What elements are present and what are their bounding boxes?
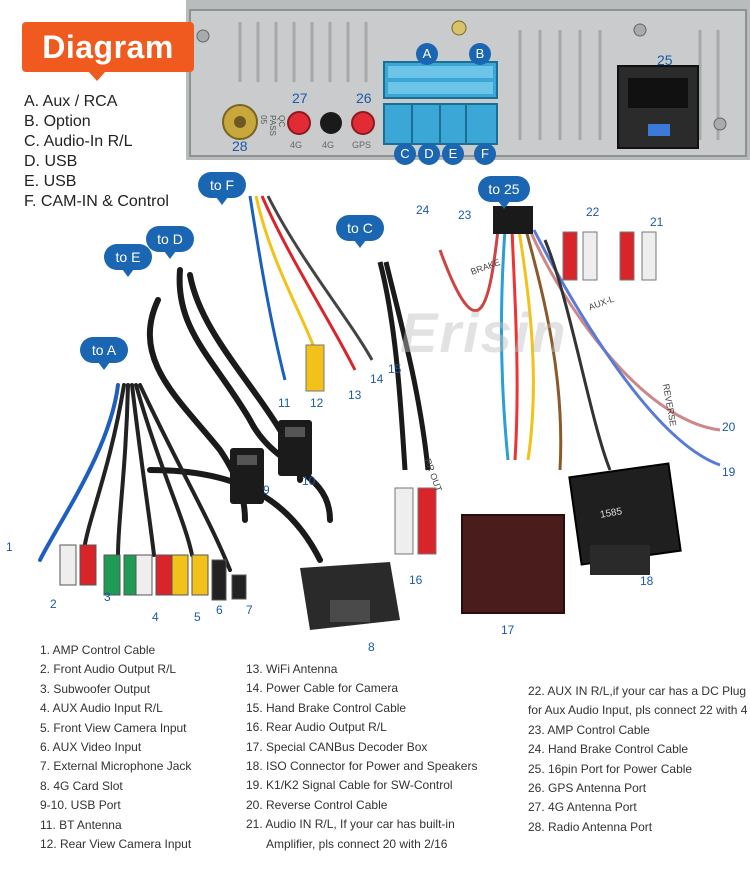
connector-label-e: E: [442, 143, 464, 165]
port-legend-item: A. Aux / RCA: [24, 93, 118, 110]
description-item: 19. K1/K2 Signal Cable for SW-Control: [246, 778, 453, 793]
qc-sticker: QC PASS 05: [258, 115, 286, 136]
description-item: 20. Reverse Control Cable: [246, 797, 388, 812]
description-item: 15. Hand Brake Control Cable: [246, 700, 407, 715]
description-item: 26. GPS Antenna Port: [528, 781, 647, 796]
callout-11: 11: [278, 396, 291, 410]
bubble-to-c: to C: [336, 215, 384, 248]
description-item: 9-10. USB Port: [40, 798, 121, 813]
port-number-25: 25: [657, 52, 673, 68]
connector-label-c: C: [394, 143, 416, 165]
callout-14: 14: [370, 372, 384, 386]
callout-19: 19: [722, 465, 736, 479]
connector-label-b: B: [469, 43, 491, 65]
callout-24: 24: [416, 203, 430, 217]
callout-1: 1: [6, 540, 13, 554]
description-item: 14. Power Cable for Camera: [246, 681, 399, 696]
description-item: 27. 4G Antenna Port: [528, 800, 637, 815]
callout-6: 6: [216, 603, 223, 617]
connector-label-f: F: [474, 143, 496, 165]
callout-4: 4: [152, 610, 159, 624]
callout-23: 23: [458, 208, 472, 222]
description-item: 22. AUX IN R/L,if your car has a DC Plug…: [528, 684, 748, 718]
port-legend-item: C. Audio-In R/L: [24, 133, 133, 150]
diagram-banner: Diagram: [22, 22, 194, 72]
description-item: 25. 16pin Port for Power Cable: [528, 761, 693, 776]
watermark: Erisin: [400, 301, 568, 364]
callout-20: 20: [722, 420, 736, 434]
port-number-27: 27: [292, 90, 308, 106]
connector-label-a: A: [416, 43, 438, 65]
bubble-to-e: to E: [104, 244, 152, 277]
description-item: 12. Rear View Camera Input: [40, 837, 192, 852]
callout-2: 2: [50, 597, 57, 611]
description-item: 13. WiFi Antenna: [246, 662, 338, 676]
description-column-3: 22. AUX IN R/L,if your car has a DC Plug…: [528, 682, 748, 837]
callout-8: 8: [368, 640, 375, 654]
callout-16: 16: [409, 573, 423, 587]
bubble-to-a: to A: [80, 337, 128, 370]
port-number-28: 28: [232, 138, 248, 154]
port-legend-item: B. Option: [24, 113, 91, 130]
callout-3: 3: [104, 590, 111, 604]
callout-10: 10: [302, 474, 316, 488]
banner-pointer: [88, 71, 106, 81]
callout-7: 7: [246, 603, 253, 617]
port-legend-item: F. CAM-IN & Control: [24, 193, 169, 210]
callout-18: 18: [640, 574, 654, 588]
port-label-4g-a: 4G: [290, 140, 303, 150]
callout-21: 21: [650, 215, 664, 229]
bubble-to-d: to D: [146, 226, 194, 259]
description-item: 28. Radio Antenna Port: [528, 819, 653, 834]
port-legend: A. Aux / RCA B. Option C. Audio-In R/L D…: [24, 92, 169, 212]
bubble-to-25: to 25: [478, 176, 530, 209]
description-item: Amplifier, pls connect 20 with 2/16: [266, 836, 448, 851]
port-label-4g-b: 4G: [322, 140, 335, 150]
description-item: 7. External Microphone Jack: [40, 759, 192, 774]
description-item: 6. AUX Video Input: [40, 740, 142, 755]
port-number-26: 26: [356, 90, 372, 106]
bubble-to-f: to F: [198, 172, 246, 205]
description-item: 5. Front View Camera Input: [40, 720, 187, 735]
callout-15: 15: [388, 362, 402, 376]
port-label-gps: GPS: [352, 140, 372, 150]
description-item: 2. Front Audio Output R/L: [40, 662, 177, 677]
description-item: 24. Hand Brake Control Cable: [528, 742, 689, 757]
callout-5: 5: [194, 610, 201, 624]
description-item: 8. 4G Card Slot: [40, 778, 123, 793]
description-item: 3. Subwoofer Output: [40, 681, 151, 696]
description-item: 17. Special CANBus Decoder Box: [246, 739, 428, 754]
description-item: 1. AMP Control Cable: [40, 643, 156, 657]
callout-13: 13: [348, 388, 362, 402]
description-item: 18. ISO Connector for Power and Speakers: [246, 759, 478, 774]
connector-label-d: D: [418, 143, 440, 165]
description-item: 23. AMP Control Cable: [528, 722, 650, 737]
description-item: 21. Audio IN R/L, If your car has built-…: [246, 817, 455, 832]
description-column-2: 13. WiFi Antenna 14. Power Cable for Cam…: [246, 660, 477, 854]
callout-12: 12: [310, 396, 324, 410]
description-column-1: 1. AMP Control Cable 2. Front Audio Outp…: [40, 641, 191, 854]
port-legend-item: D. USB: [24, 153, 78, 170]
description-item: 11. BT Antenna: [40, 817, 122, 832]
callout-22: 22: [586, 205, 600, 219]
callout-17: 17: [501, 623, 515, 637]
description-item: 16. Rear Audio Output R/L: [246, 720, 387, 735]
callout-9: 9: [263, 483, 270, 497]
port-legend-item: E. USB: [24, 173, 77, 190]
description-item: 4. AUX Audio Input R/L: [40, 701, 163, 716]
